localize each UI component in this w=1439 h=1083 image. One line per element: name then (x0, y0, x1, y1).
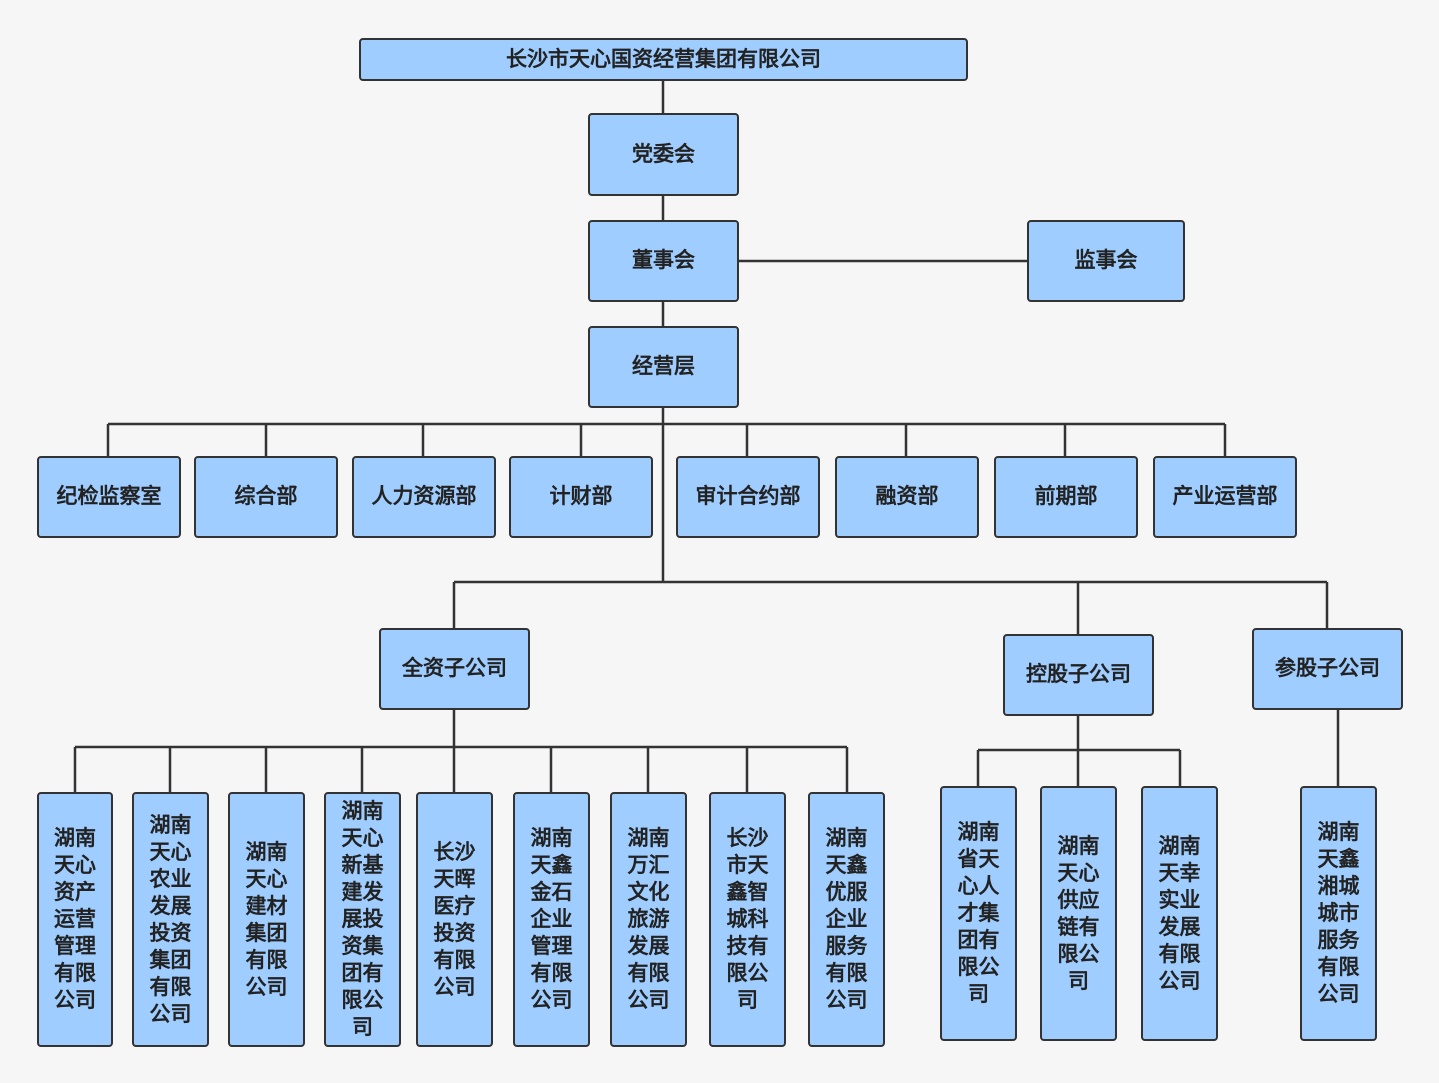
subsidiary-node: 长沙市天鑫智城科技有限公司 (709, 792, 786, 1047)
subsidiary-node: 长沙天晖医疗投资有限公司 (416, 792, 493, 1047)
subsidiary-node: 湖南天心资产运营管理有限公司 (37, 792, 113, 1047)
department-node: 人力资源部 (352, 456, 496, 538)
controlled-group-node: 控股子公司 (1003, 634, 1154, 716)
department-node: 产业运营部 (1153, 456, 1297, 538)
department-node: 计财部 (509, 456, 653, 538)
department-node: 综合部 (194, 456, 338, 538)
controlled-company-node: 湖南省天心人才集团有限公司 (940, 786, 1017, 1041)
department-node: 融资部 (835, 456, 979, 538)
wholly-owned-group-node: 全资子公司 (379, 628, 530, 710)
subsidiary-node: 湖南天心新基建发展投资集团有限公司 (324, 792, 401, 1047)
board-node: 董事会 (588, 220, 739, 302)
controlled-company-node: 湖南天心供应链有限公司 (1040, 786, 1117, 1041)
root-company-node: 长沙市天心国资经营集团有限公司 (359, 38, 968, 81)
participating-group-node: 参股子公司 (1252, 628, 1403, 710)
subsidiary-node: 湖南万汇文化旅游发展有限公司 (610, 792, 687, 1047)
subsidiary-node: 湖南天鑫金石企业管理有限公司 (513, 792, 590, 1047)
subsidiary-node: 湖南天鑫优服企业服务有限公司 (808, 792, 885, 1047)
subsidiary-node: 湖南天心建材集团有限公司 (228, 792, 305, 1047)
department-node: 纪检监察室 (37, 456, 181, 538)
supervisory-board-node: 监事会 (1027, 220, 1185, 302)
subsidiary-node: 湖南天心农业发展投资集团有限公司 (132, 792, 209, 1047)
party-committee-node: 党委会 (588, 113, 739, 196)
participating-company-node: 湖南天鑫湘城城市服务有限公司 (1300, 786, 1377, 1041)
department-node: 审计合约部 (676, 456, 820, 538)
controlled-company-node: 湖南天幸实业发展有限公司 (1141, 786, 1218, 1041)
department-node: 前期部 (994, 456, 1138, 538)
management-node: 经营层 (588, 326, 739, 408)
